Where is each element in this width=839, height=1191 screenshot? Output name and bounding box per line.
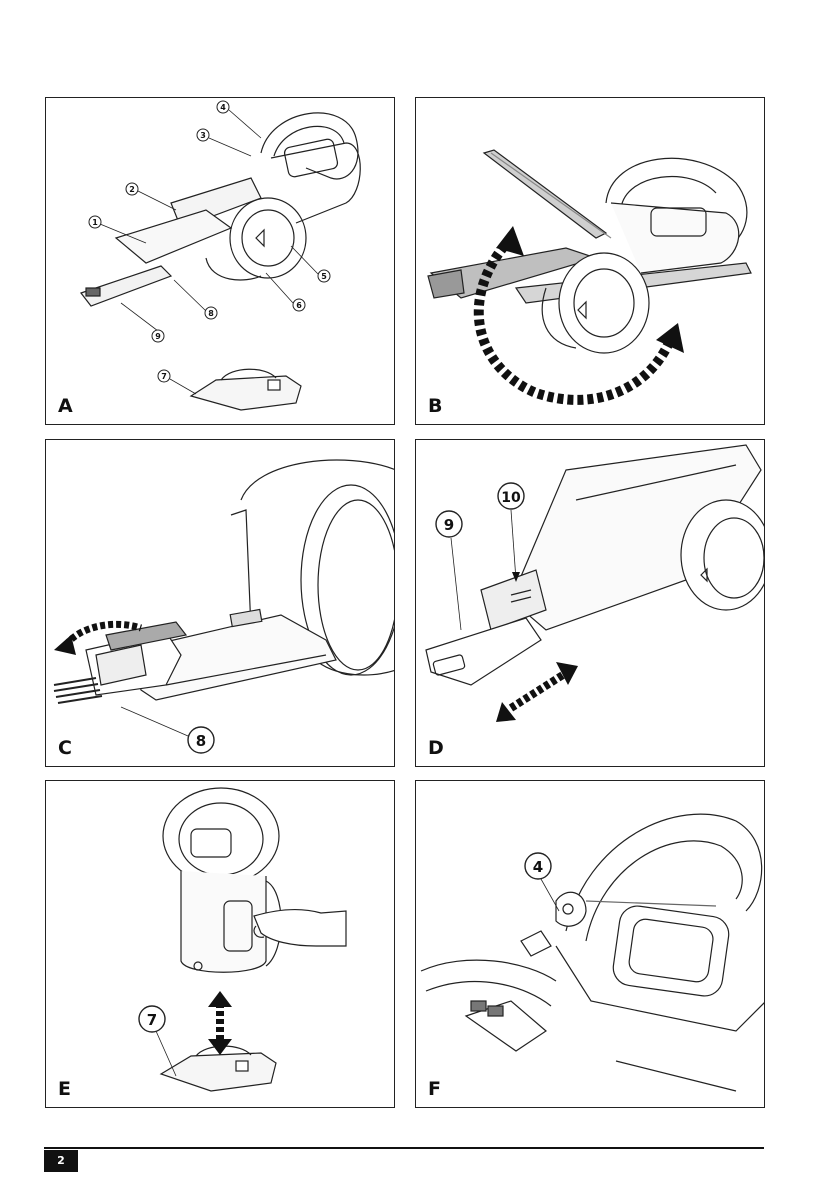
callout-10: 10 <box>501 490 521 506</box>
callout-4: 4 <box>220 103 226 112</box>
panel-letter-c: C <box>58 739 72 758</box>
callout-7: 7 <box>147 1011 157 1029</box>
page-number: 2 <box>44 1150 78 1172</box>
callout-1: 1 <box>92 218 98 227</box>
panel-letter-e: E <box>58 1080 71 1099</box>
callout-2: 2 <box>129 185 135 194</box>
callout-5: 5 <box>321 272 327 281</box>
callout-4: 4 <box>533 858 543 876</box>
nozzle-rotation-illustration <box>416 98 765 425</box>
panel-letter-a: A <box>58 397 73 416</box>
figure-panel-d: 9 10 D <box>415 439 765 767</box>
figure-panel-a: 1 2 3 4 5 6 7 8 9 A <box>45 97 395 425</box>
figure-panel-b: B <box>415 97 765 425</box>
figure-panel-c: 8 C <box>45 439 395 767</box>
switch-closeup-illustration: 4 <box>416 781 765 1108</box>
charging-base-illustration: 7 <box>46 781 395 1108</box>
callout-3: 3 <box>200 131 206 140</box>
panel-letter-f: F <box>428 1080 441 1099</box>
panel-letter-b: B <box>428 397 442 416</box>
panel-letter-d: D <box>428 739 444 758</box>
extension-slide-illustration: 9 10 <box>416 440 765 767</box>
vacuum-exploded-illustration: 1 2 3 4 5 6 7 8 9 <box>46 98 395 425</box>
callout-6: 6 <box>296 301 302 310</box>
callout-8: 8 <box>196 732 206 750</box>
callout-9: 9 <box>155 332 161 341</box>
brush-tool-illustration: 8 <box>46 440 395 767</box>
callout-8: 8 <box>208 309 214 318</box>
figure-panel-f: 4 F <box>415 780 765 1108</box>
figure-panel-e: 7 E <box>45 780 395 1108</box>
footer-rule <box>44 1147 764 1149</box>
callout-9: 9 <box>444 516 454 534</box>
callout-7: 7 <box>161 372 167 381</box>
